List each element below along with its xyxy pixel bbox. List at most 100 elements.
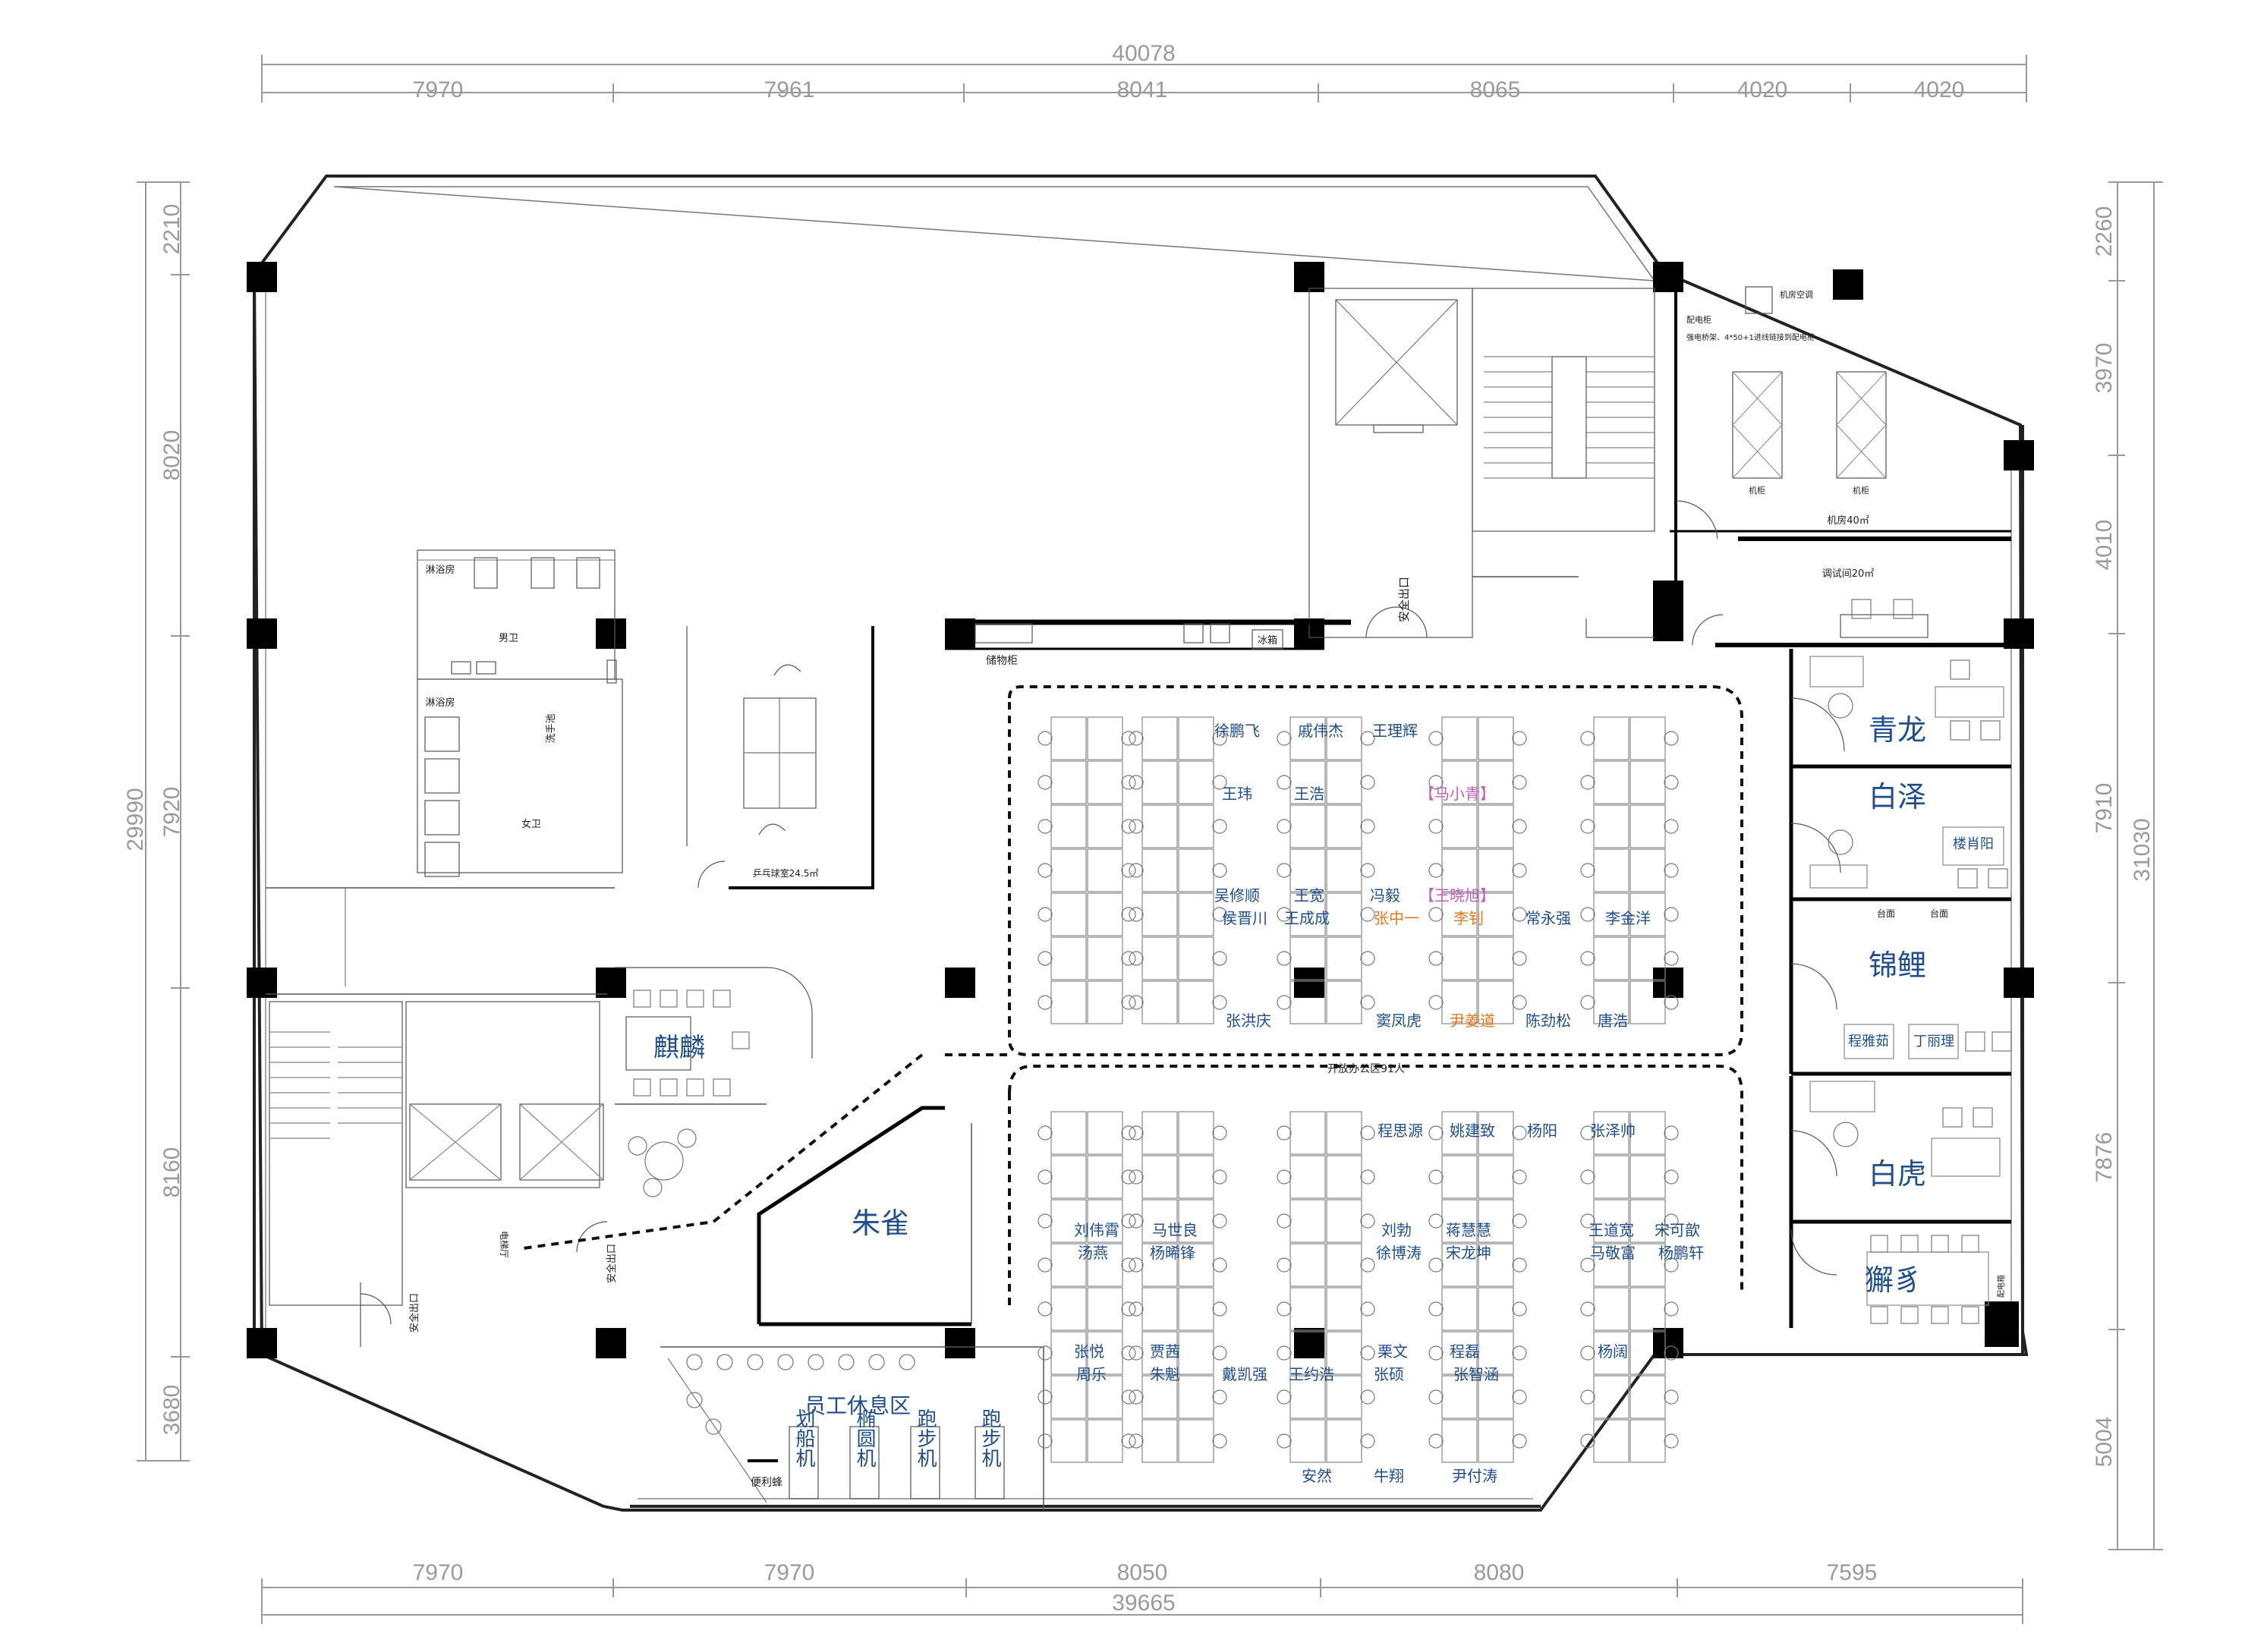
name-label: 姚建致 — [1450, 1122, 1495, 1140]
workstation-chair — [1277, 1433, 1292, 1449]
workstation-desk — [1178, 936, 1214, 980]
name-label: 陈劲松 — [1526, 1012, 1571, 1030]
workstation-desk — [1441, 1243, 1478, 1287]
workstation-desk — [1178, 1287, 1214, 1331]
top-dimension-3: 8041 — [1117, 77, 1168, 102]
workstation-chair — [1360, 731, 1375, 746]
workstation-desk — [1593, 1111, 1629, 1155]
workstation-chair — [1580, 731, 1595, 746]
workstation-desk — [1141, 1155, 1178, 1199]
workstation-chair — [1212, 1213, 1227, 1229]
workstation-desk — [1326, 936, 1362, 980]
workstation-desk — [1178, 1331, 1214, 1375]
bottom-dimension-1: 7970 — [413, 1560, 464, 1585]
name-label: 尹付涛 — [1452, 1467, 1497, 1485]
workstation-chair — [1121, 1433, 1136, 1449]
workstation-chair — [1212, 775, 1227, 790]
workstation-chair — [1121, 731, 1136, 746]
top-dimension-4: 8065 — [1470, 77, 1521, 102]
workstation-chair — [1360, 951, 1375, 966]
workstation-chair — [1664, 1213, 1679, 1229]
workstation-chair — [1580, 907, 1595, 922]
workstation-chair — [1428, 819, 1444, 834]
workstation-chair — [1037, 1257, 1053, 1273]
workstation-chair — [1580, 863, 1595, 878]
workstation-desk — [1478, 1375, 1514, 1419]
workstation-desk — [1289, 1243, 1326, 1287]
workstation-desk — [1478, 980, 1514, 1024]
workstation-desk — [1178, 1111, 1214, 1155]
room-baize: 白泽 — [1869, 780, 1926, 813]
workstation-chair — [1664, 951, 1679, 966]
workstation-desk — [1629, 716, 1666, 760]
workstation-chair — [1212, 1169, 1227, 1185]
workstation-chair — [1277, 1257, 1292, 1273]
workstation-chair — [1580, 1213, 1595, 1229]
west-lower-core: 电梯厅 安全出口 安全出口 — [266, 887, 618, 1347]
top-dimension-5: 4020 — [1737, 77, 1788, 102]
workstation-chair — [1512, 1433, 1527, 1449]
workstation-desk — [1141, 1419, 1178, 1463]
workstation-chair — [1512, 1389, 1527, 1405]
workstation-chair — [1129, 1433, 1144, 1449]
name-label: 王玮 — [1222, 785, 1252, 803]
wash-label: 洗手池 — [546, 713, 557, 743]
workstation-chair — [1580, 1301, 1595, 1317]
workstation-desk — [1629, 1243, 1666, 1287]
workstation-chair — [1037, 863, 1053, 878]
workstation-desk — [1087, 1155, 1123, 1199]
workstation-chair — [1037, 995, 1053, 1010]
workstation-desk — [1478, 1287, 1514, 1331]
workstation-desk — [1050, 716, 1087, 760]
workstation-chair — [1360, 907, 1375, 922]
workstation-desk — [1087, 1199, 1123, 1243]
workstation-desk — [1629, 1419, 1666, 1463]
workstation-chair — [1580, 1169, 1595, 1185]
workstation-chair — [1212, 1125, 1227, 1141]
workstation-chair — [1277, 1213, 1292, 1229]
right-dimension-2: 3970 — [2092, 343, 2117, 394]
workstation-chair — [1360, 775, 1375, 790]
workstation-desk — [1087, 1331, 1123, 1375]
workstation-chair — [1360, 995, 1375, 1010]
workstation-desk — [1326, 848, 1362, 892]
rack-label-2: 机柜 — [1853, 485, 1869, 496]
workstation-desk — [1593, 936, 1629, 980]
workstation-chair — [1428, 775, 1444, 790]
storage-wall: 储物柜 冰箱 — [945, 619, 1351, 667]
workstation-desk — [1441, 980, 1478, 1024]
workstation-chair — [1428, 1433, 1444, 1449]
right-dimension-3: 4010 — [2092, 520, 2117, 571]
workstation-desk — [1141, 760, 1178, 804]
shower-label-1: 淋浴房 — [425, 564, 455, 576]
workstation-desk — [1050, 760, 1087, 804]
workstation-desk — [1289, 1287, 1326, 1331]
workstation-desk — [1441, 804, 1478, 848]
workstation-chair — [1360, 1433, 1375, 1449]
workstation-desk — [1050, 980, 1087, 1024]
name-label: 刘伟霄 — [1074, 1221, 1119, 1239]
workstation-chair — [1212, 1257, 1227, 1273]
left-dimension-2: 8020 — [159, 430, 184, 481]
workstation-chair — [1512, 731, 1527, 746]
workstation-desk — [1289, 1111, 1326, 1155]
right-dimension-6: 5004 — [2092, 1417, 2117, 1468]
workstation-desk — [1050, 848, 1087, 892]
workstation-chair — [1129, 1257, 1144, 1273]
workstation-desk — [1050, 1199, 1087, 1243]
workstation-desk — [1593, 848, 1629, 892]
workstation-desk — [1326, 1375, 1362, 1419]
server-ac-label: 机房空调 — [1780, 289, 1813, 300]
name-label: 张智涵 — [1453, 1365, 1499, 1383]
name-label: 张泽帅 — [1590, 1122, 1636, 1140]
right-total-dimension: 31030 — [2130, 818, 2155, 881]
men-restroom-label: 男卫 — [499, 633, 518, 644]
workstation-chair — [1664, 907, 1679, 922]
workstation-desk — [1289, 980, 1326, 1024]
workstation-chair — [1037, 1389, 1053, 1405]
workstation-chair — [1664, 1433, 1679, 1449]
name-label: 王道宽 — [1589, 1221, 1634, 1239]
workstation-desk — [1629, 1287, 1666, 1331]
north-core: 安全出口 — [1308, 288, 1655, 638]
top-dimension-2: 7961 — [764, 77, 815, 102]
